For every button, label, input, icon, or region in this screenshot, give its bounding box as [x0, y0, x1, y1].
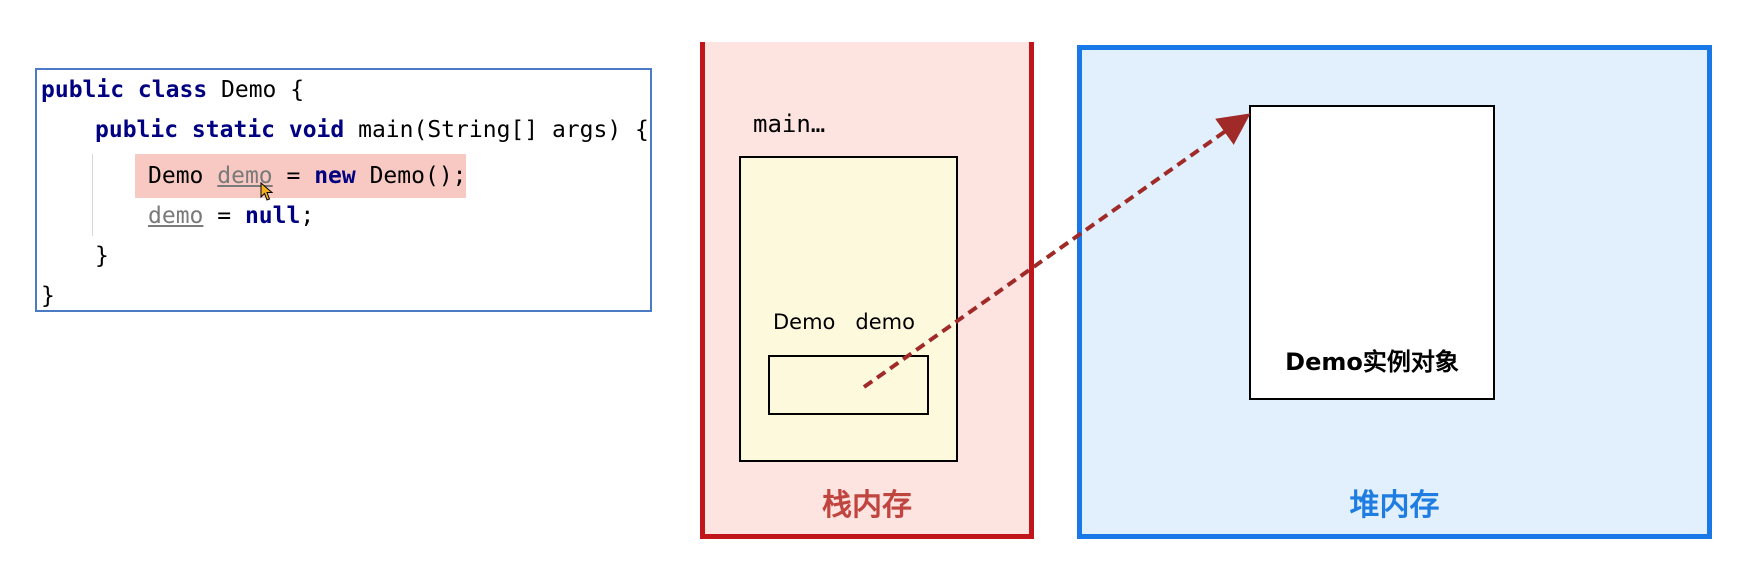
heap-memory-label: 堆内存: [1349, 488, 1440, 523]
variable-cell: [768, 355, 929, 415]
indent-guide: [92, 154, 93, 236]
variable-label: Demo demo: [773, 310, 915, 334]
operator: =: [272, 163, 315, 189]
operator: =: [203, 203, 245, 229]
main-stack-frame: [739, 156, 958, 462]
code-text: main(String[] args) {: [344, 117, 649, 143]
code-panel: public class Demo { public static void m…: [35, 68, 652, 312]
code-line-3: Demo demo = new Demo();: [148, 156, 467, 196]
code-text: Demo {: [207, 77, 305, 103]
stack-frame-title: main…: [753, 110, 826, 138]
keyword: public class: [41, 77, 208, 103]
mouse-cursor-icon: [260, 182, 274, 201]
code-line-6: }: [41, 283, 55, 309]
variable-demo: demo: [148, 203, 204, 229]
object-label: Demo实例对象: [1285, 348, 1459, 376]
stack-memory-label: 栈内存: [822, 488, 912, 523]
code-line-4: demo = null;: [148, 196, 314, 236]
highlighted-line: [135, 154, 466, 198]
demo-instance-object: [1249, 105, 1495, 400]
code-text: ;: [300, 203, 315, 229]
code-line-5: }: [95, 243, 109, 269]
keyword-new: new: [314, 163, 356, 189]
type-name: Demo: [148, 163, 218, 189]
keyword-null: null: [244, 203, 301, 229]
code-line-1: public class Demo {: [41, 70, 304, 110]
code-text: Demo();: [355, 163, 467, 189]
keyword: public static void: [95, 117, 345, 143]
code-line-2: public static void main(String[] args) {: [95, 110, 649, 150]
